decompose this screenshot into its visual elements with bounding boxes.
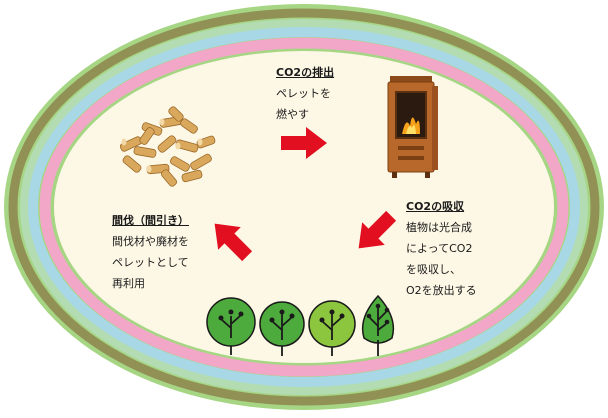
absorption-line-4: O2を放出する bbox=[406, 284, 477, 297]
arrow-to-stove bbox=[281, 127, 327, 159]
tree-1 bbox=[206, 297, 256, 355]
pale-green-ring bbox=[20, 19, 588, 395]
red-arrow-icon bbox=[214, 127, 397, 262]
thinning-line-1: 間伐材や廃材を bbox=[112, 235, 189, 248]
thinning-line-3: 再利用 bbox=[112, 277, 145, 290]
thinning-line-2: ペレットとして bbox=[112, 256, 189, 269]
emission-line-1: ペレットを bbox=[276, 87, 331, 100]
tree-4 bbox=[361, 294, 395, 356]
olive-ring bbox=[8, 8, 600, 406]
emission-line-2: 燃やす bbox=[276, 108, 309, 121]
arrow-to-pellets bbox=[214, 223, 253, 262]
absorption-line-3: を吸収し、 bbox=[406, 263, 461, 276]
emission-label: CO2の排出 ペレットを 燃やす bbox=[276, 62, 334, 125]
trees-icon bbox=[206, 294, 395, 356]
thinning-label: 間伐（間引き） 間伐材や廃材を ペレットとして 再利用 bbox=[112, 210, 189, 294]
absorption-line-1: 植物は光合成 bbox=[406, 221, 472, 234]
blue-ring bbox=[28, 27, 580, 387]
emission-title: CO2の排出 bbox=[276, 66, 335, 79]
pink-ring bbox=[39, 37, 569, 377]
tree-3 bbox=[308, 300, 356, 356]
thinning-title: 間伐（間引き） bbox=[112, 214, 189, 227]
arrow-to-trees bbox=[358, 210, 397, 249]
pellet-stove-icon bbox=[387, 76, 438, 178]
wood-pellets-icon bbox=[119, 106, 216, 187]
tree-2 bbox=[259, 301, 305, 356]
absorption-line-2: によってCO2 bbox=[406, 242, 473, 255]
absorption-label: CO2の吸収 植物は光合成 によってCO2 を吸収し、 O2を放出する bbox=[406, 196, 477, 301]
absorption-title: CO2の吸収 bbox=[406, 200, 465, 213]
